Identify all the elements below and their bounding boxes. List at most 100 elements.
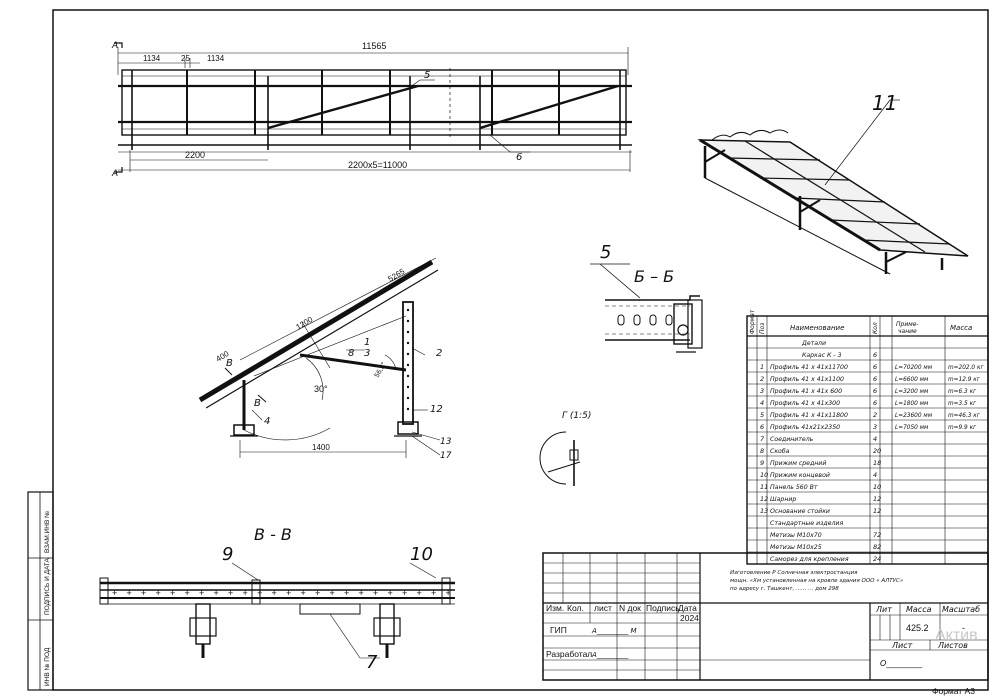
detail-g-title: Г (1:5)	[562, 411, 591, 421]
spec-row-name: Шарнир	[770, 496, 796, 503]
tb-data: Дата	[678, 603, 697, 613]
perforation-hole	[364, 301, 367, 304]
spec-row-mass: m=6.3 кг	[948, 389, 977, 395]
outer-frame	[52, 9, 989, 691]
fastener-mark: +	[141, 588, 146, 598]
perforation-hole	[428, 262, 432, 266]
spec-row-note: L=23600 мм	[895, 413, 933, 419]
top-view	[114, 42, 632, 173]
perforation-hole	[406, 341, 410, 345]
perforation-hole	[225, 384, 228, 387]
section-bb	[590, 263, 703, 353]
perforation-hole	[214, 390, 217, 393]
fastener-mark: +	[330, 588, 335, 598]
tb-gip-name: А_________ М	[591, 627, 637, 635]
spec-row-name: Метизы М10х25	[770, 544, 822, 551]
side-stamp: ИНВ № ПОД ПОДПИСЬ И ДАТА ВЗАМ.ИНВ №	[27, 491, 54, 691]
perforation-hole	[203, 396, 207, 400]
fastener-mark: +	[156, 588, 161, 598]
spec-row-name: Метизы М10х70	[770, 532, 822, 539]
perforation-hole	[268, 358, 271, 361]
side-view-labels: 5265 1200 400 1400 30° 56,3° В В 1 2 3 4…	[214, 267, 451, 461]
tb-razrab-name: А_________	[591, 651, 629, 659]
fastener-mark: +	[301, 588, 306, 598]
spec-row-name: Профиль 41 х 41х1100	[770, 376, 844, 383]
fastener-mark: +	[112, 588, 117, 598]
spec-row-qty: 6	[873, 351, 877, 359]
perforation-hole	[406, 396, 410, 400]
tb-gip: ГИП	[550, 625, 567, 635]
spec-row-pos: 8	[760, 447, 764, 455]
fastener-mark: +	[185, 588, 190, 598]
fastener-mark: +	[373, 588, 378, 598]
spec-row-name: Профиль 41х21х2350	[770, 424, 840, 431]
dim-bottom: 2200х5=11000	[348, 160, 407, 170]
spec-row-mass: m=3.5 кг	[948, 401, 977, 407]
perforation-hole	[278, 352, 282, 355]
tb-podp: Подпись	[646, 603, 680, 613]
spec-row-name: Панель 560 Вт	[770, 484, 818, 491]
callout-17: 17	[440, 451, 452, 461]
tb-company: О_________	[880, 659, 923, 668]
spec-row-mass: m=202.0 кг	[948, 365, 984, 371]
spec-row-pos: 13	[760, 507, 768, 515]
callout-3: 3	[364, 348, 370, 359]
perforation-marks	[203, 262, 432, 411]
dim-gap: 25	[181, 54, 190, 63]
spec-row-pos: 3	[760, 387, 764, 395]
spec-row-qty: 24	[873, 555, 881, 563]
tb-ndok: N док	[619, 603, 641, 613]
spec-row-mass: m=9.9 кг	[948, 425, 977, 431]
spec-row-pos: 10	[760, 471, 768, 479]
fastener-mark: +	[286, 588, 291, 598]
spec-row-qty: 3	[873, 423, 877, 431]
callout-1: 1	[364, 337, 370, 348]
tb-listov-label: Листов	[937, 641, 968, 650]
spec-header-qty: Кол	[872, 322, 879, 334]
spec-row-name: Профиль 41 х 41х11800	[770, 412, 848, 419]
tb-list: лист	[594, 603, 612, 613]
dim-span: 2200	[185, 150, 205, 160]
spec-row-note: L=1800 мм	[895, 401, 929, 407]
perforation-hole	[406, 319, 410, 323]
callout-5-bb: 5	[600, 242, 611, 263]
fastener-mark: +	[214, 588, 219, 598]
spec-row-mass: m=12.9 кг	[948, 377, 981, 383]
fastener-mark: +	[431, 588, 436, 598]
spec-row-qty: 2	[873, 411, 877, 419]
fastener-mark: +	[228, 588, 233, 598]
spec-row-pos: 6	[760, 423, 764, 431]
callout-7: 7	[366, 652, 378, 673]
perforation-hole	[406, 363, 410, 367]
spec-row-qty: 12	[873, 495, 881, 503]
callout-12: 12	[430, 404, 443, 415]
callout-2: 2	[436, 348, 442, 359]
fastener-mark: +	[402, 588, 407, 598]
tb-note-1: Изготовление Р Солнечная электростанция	[730, 570, 858, 576]
spec-row-qty: 6	[873, 363, 877, 371]
tb-mass-value: 425.2	[906, 623, 929, 633]
fastener-mark: +	[417, 588, 422, 598]
tb-list-label: Лист	[891, 641, 913, 650]
section-vv-title: В - В	[254, 525, 292, 544]
fastener-mark: +	[170, 588, 175, 598]
perforation-hole	[353, 307, 357, 310]
spec-row-note: L=3200 мм	[895, 389, 929, 395]
spec-row-qty: 4	[873, 471, 877, 479]
tb-razrab: Разработал	[546, 649, 592, 659]
section-vv	[99, 562, 455, 659]
perforation-hole	[343, 313, 346, 317]
callout-10: 10	[410, 544, 433, 565]
spec-row-qty: 18	[873, 459, 881, 467]
tb-lit: Лит	[875, 605, 892, 614]
callout-4: 4	[264, 416, 270, 427]
spec-header-note-2: чание	[898, 328, 917, 335]
spec-row-name: Основание стойки	[770, 508, 830, 515]
callout-6-top: 6	[516, 152, 522, 163]
spec-row-mass: m=46.3 кг	[948, 413, 981, 419]
spec-row-pos: 1	[760, 363, 764, 371]
perforation-hole	[406, 374, 410, 378]
spec-row-pos: 4	[760, 399, 764, 407]
